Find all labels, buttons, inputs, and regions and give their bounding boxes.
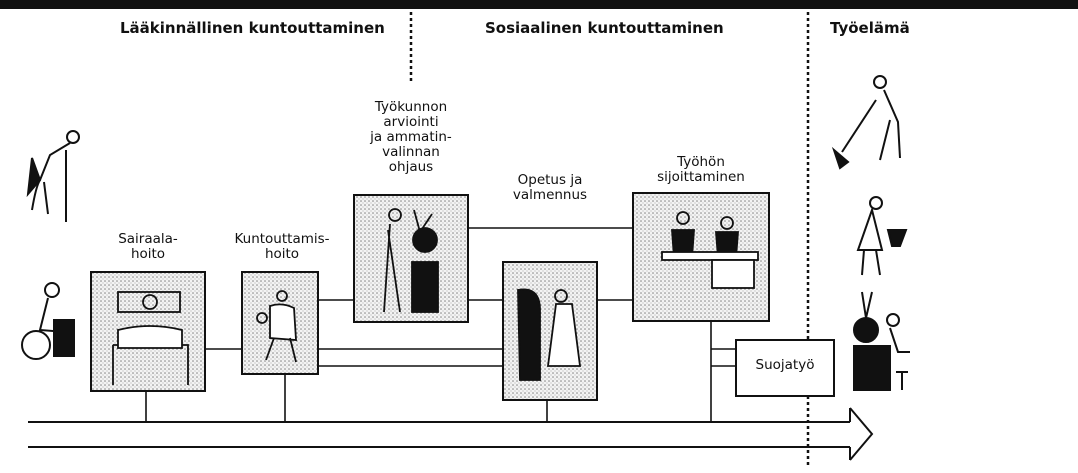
machine-operator-figure bbox=[853, 291, 910, 391]
header-medical-rehabilitation: Lääkinnällinen kuntouttaminen bbox=[120, 19, 385, 37]
label-training: Opetus ja valmennus bbox=[512, 172, 588, 204]
box-training bbox=[502, 261, 598, 401]
top-border bbox=[0, 0, 1078, 9]
label-sheltered-work: Suojatyö bbox=[755, 357, 815, 373]
label-rehab-care: Kuntouttamis- hoito bbox=[234, 231, 330, 263]
sweeping-worker-figure bbox=[831, 75, 901, 170]
office-workers-illustration bbox=[661, 211, 759, 289]
header-working-life: Työelämä bbox=[830, 19, 910, 37]
wheelchair-figure bbox=[21, 282, 75, 360]
elderly-walker-figure bbox=[26, 130, 80, 222]
box-assessment bbox=[353, 194, 469, 323]
trainee-illustration bbox=[517, 288, 582, 381]
label-hospital-care: Sairaala- hoito bbox=[118, 231, 178, 263]
box-sheltered bbox=[735, 339, 835, 397]
kitchen-worker-figure bbox=[856, 196, 908, 276]
header-social-rehabilitation: Sosiaalinen kuntouttaminen bbox=[485, 19, 724, 37]
nurse-child-illustration bbox=[256, 290, 297, 363]
connectors bbox=[145, 227, 736, 422]
arrow-upper bbox=[28, 407, 874, 461]
hospital-bed-illustration bbox=[112, 291, 189, 385]
label-assessment: Työkunnon arviointi ja ammatin- valinnan… bbox=[370, 99, 452, 176]
machine-worker-illustration bbox=[383, 208, 439, 313]
label-job-placement: Työhön sijoittaminen bbox=[657, 154, 745, 186]
